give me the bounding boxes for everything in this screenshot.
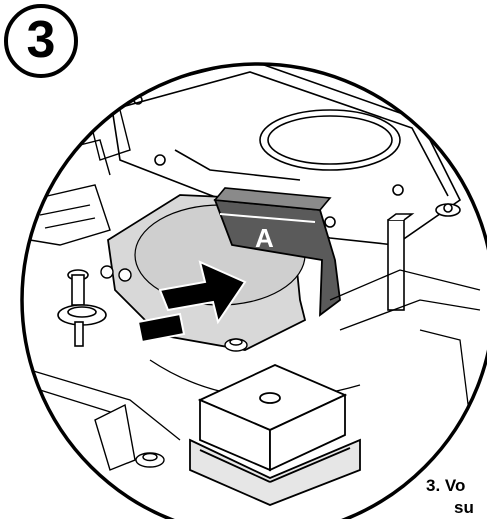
- detail-circle-border: [20, 62, 487, 524]
- screw-post: [57, 269, 107, 347]
- caption-line-1: 3. Vo: [426, 476, 466, 495]
- tab-label: A: [255, 223, 274, 253]
- push-arrow-icon: [136, 260, 247, 344]
- tab-bracket: A: [213, 187, 341, 317]
- step-number: 3: [26, 11, 56, 69]
- step-number-badge: 3: [4, 4, 78, 78]
- right-post: [387, 203, 461, 311]
- lower-component: [189, 364, 361, 506]
- caption: 3. Vo su: [426, 475, 487, 519]
- plate-screw: [224, 338, 248, 352]
- left-lower-bracket: [94, 403, 165, 471]
- caption-line-2: su: [454, 498, 474, 517]
- drive-housing: [109, 64, 462, 246]
